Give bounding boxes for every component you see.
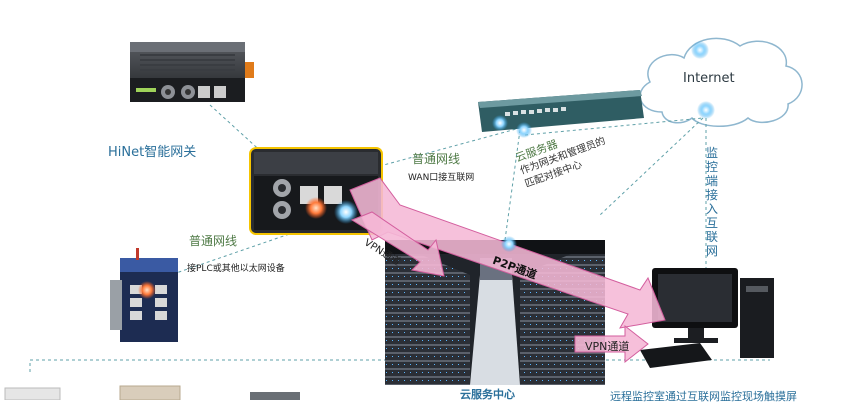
datacenter-caption: 云服务中心 <box>460 388 515 401</box>
remote-monitor-caption: 远程监控室通过互联网监控现场触摸屏 <box>610 390 797 403</box>
gateway-blue-node-icon <box>334 200 358 224</box>
wan-line-caption: WAN口接互联网 <box>408 173 475 183</box>
tunnel-arrows <box>349 177 666 364</box>
network-switch-icon <box>478 90 644 138</box>
internet-label: Internet <box>683 71 735 86</box>
gateway-orange-node-icon <box>305 197 327 219</box>
internet-cloud <box>639 37 803 127</box>
industrial-switch-icon <box>110 248 178 342</box>
bottom-devices-icon <box>4 385 300 401</box>
cloud-top-node-icon <box>691 41 709 59</box>
monitor-side-caption: 监控端接入互联网 <box>706 146 719 258</box>
lan-line-title: 普通网线 <box>189 234 238 248</box>
remote-computer-icon <box>640 268 774 368</box>
gateway-label: HiNet智能网关 <box>108 145 197 160</box>
cloud-bottom-node-icon <box>697 101 715 119</box>
vpn-tunnel-right-label: VPN通道 <box>585 340 630 353</box>
lan-line-caption: 接PLC或其他以太网设备 <box>187 264 285 274</box>
wan-line-title: 普通网线 <box>412 152 461 166</box>
hinet-gateway-device-icon <box>130 42 254 102</box>
